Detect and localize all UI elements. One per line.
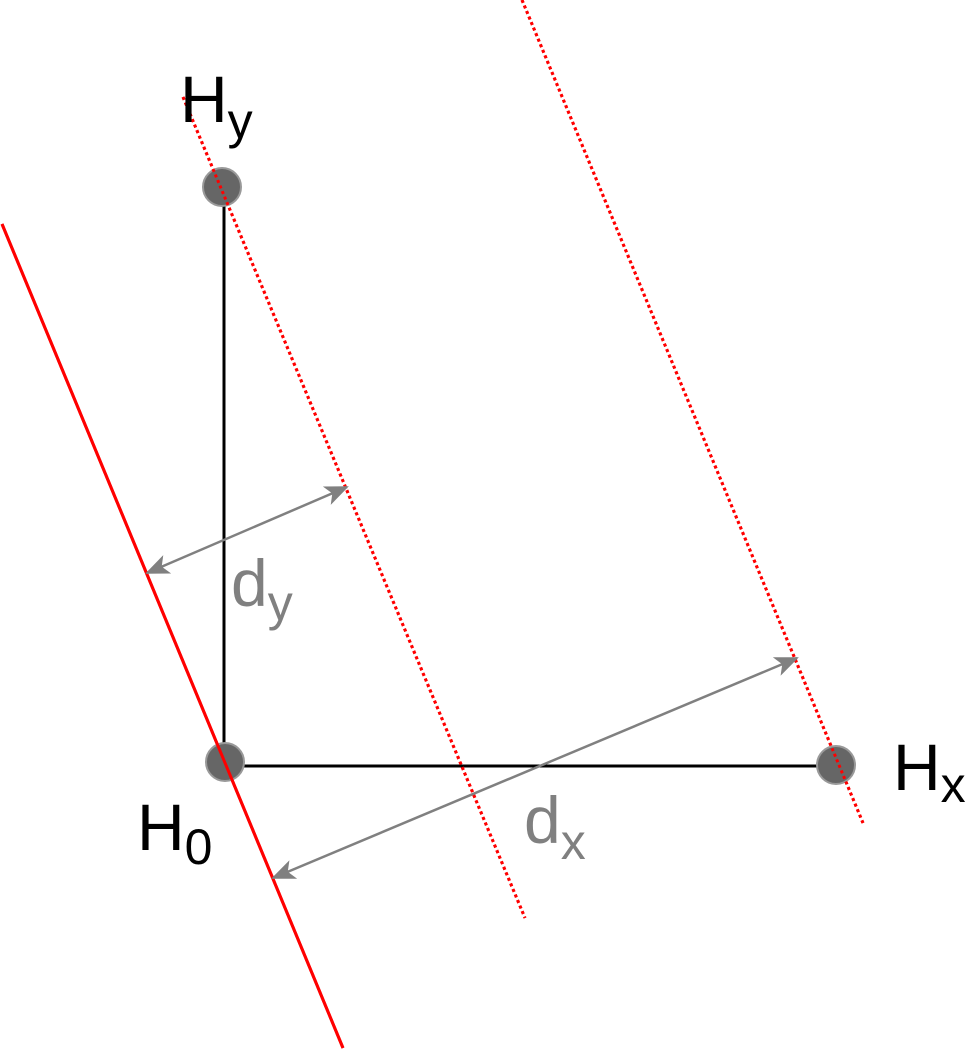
label-h0: H0 [137, 790, 212, 875]
label-dx: dx [524, 783, 586, 870]
node-hx [816, 745, 856, 785]
label-dy: dy [231, 546, 293, 631]
hyperplane-dotted-overlay-hx [520, 0, 865, 824]
label-hy: Hy [180, 62, 253, 149]
dx-arrow [271, 656, 799, 880]
dy-arrow [145, 485, 349, 575]
label-hy-sub: y [228, 93, 253, 149]
label-hx-base: H [893, 730, 941, 804]
label-hy-base: H [180, 62, 228, 136]
label-dx-base: d [524, 783, 561, 857]
label-dy-base: d [231, 546, 268, 620]
label-h0-sub: 0 [185, 819, 213, 875]
hyperplane-solid-overlay [0, 223, 345, 1049]
label-h0-base: H [137, 790, 185, 864]
hyperplane-dotted-overlay-hy [181, 96, 527, 919]
label-hx: Hx [893, 730, 966, 813]
label-dy-sub: y [268, 575, 293, 631]
label-hx-sub: x [941, 757, 966, 813]
label-dx-sub: x [561, 814, 586, 870]
